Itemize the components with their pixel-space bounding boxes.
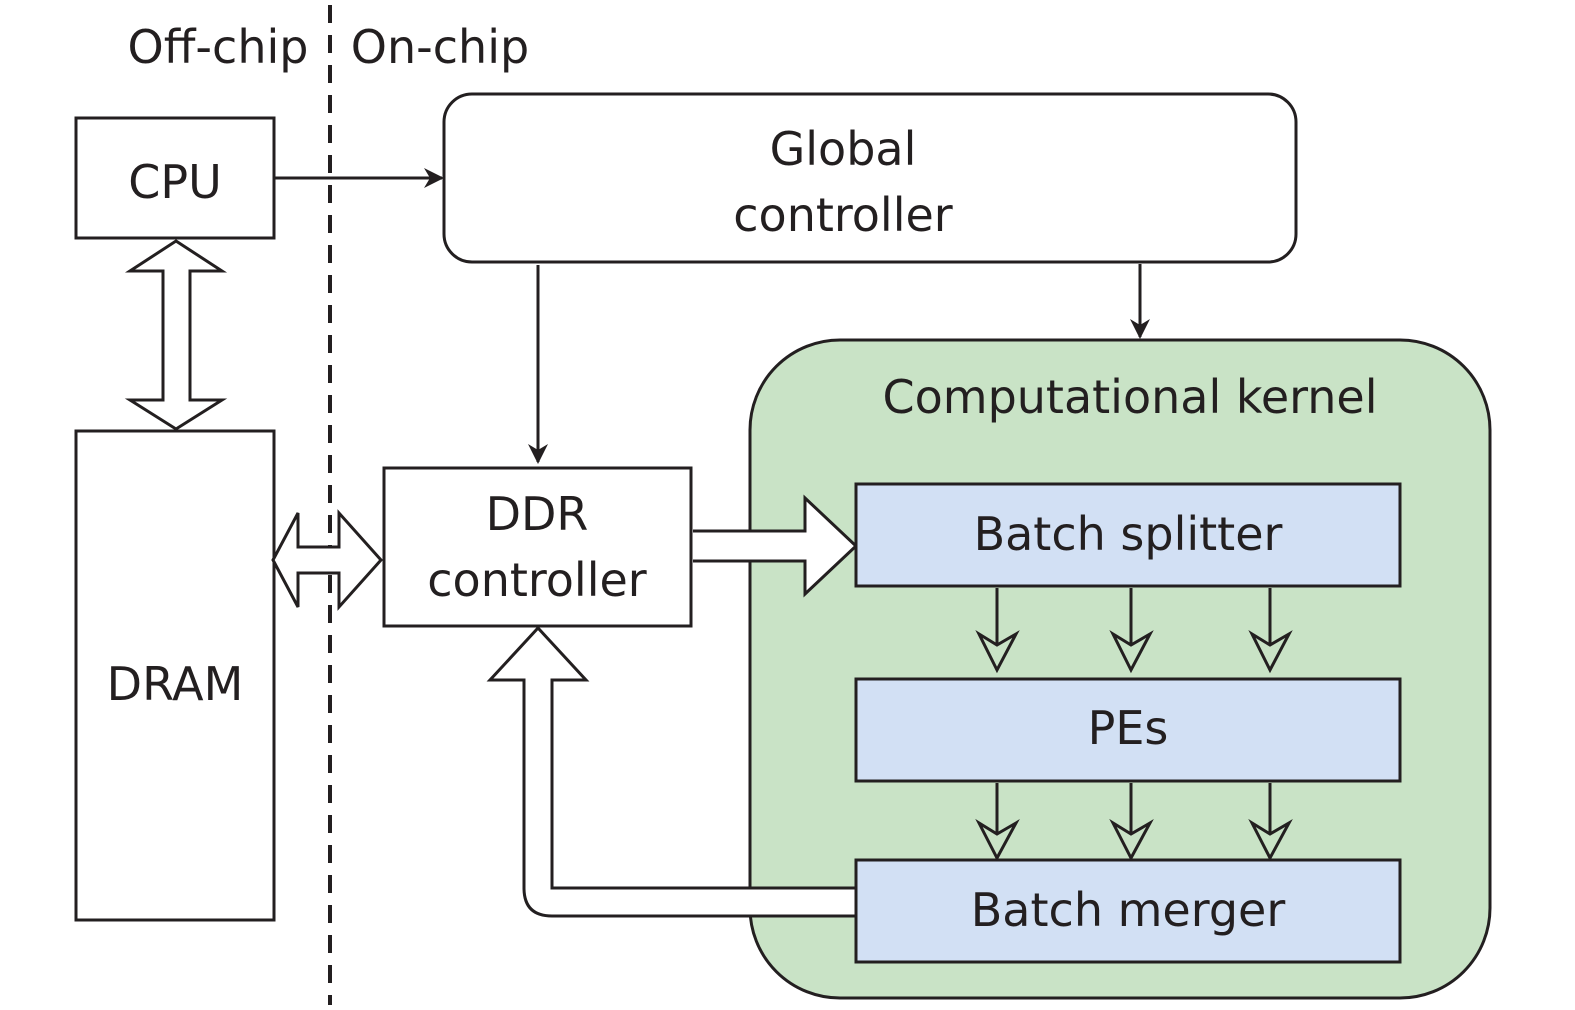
dram-ddr-bidirectional-arrow: [271, 509, 384, 611]
computational-kernel-label: Computational kernel: [883, 370, 1378, 424]
pes-to-merger-arrow-3: [1248, 783, 1293, 862]
splitter-to-pes-arrow-2: [1109, 588, 1154, 674]
ddr-controller-label-line1: DDR: [486, 487, 589, 541]
ddr-controller-block: [382, 466, 693, 628]
off-chip-label: Off-chip: [128, 20, 309, 74]
splitter-to-pes-arrows: [975, 588, 1293, 674]
ddr-controller-label-line2: controller: [427, 553, 647, 607]
pes-to-merger-arrow-2: [1109, 783, 1154, 862]
global-controller-label-line2: controller: [733, 188, 953, 242]
batch-merger-block: [854, 858, 1402, 964]
batch-splitter-label: Batch splitter: [974, 507, 1283, 561]
cpu-label: CPU: [128, 155, 222, 209]
global-controller-label-line1: Global: [770, 122, 917, 176]
on-chip-label: On-chip: [351, 20, 529, 74]
dram-block: [74, 429, 276, 922]
pes-label: PEs: [1088, 701, 1169, 755]
dram-label: DRAM: [107, 657, 244, 711]
global-controller-block: [442, 92, 1298, 264]
batch-merger-label: Batch merger: [971, 883, 1286, 937]
pes-to-merger-arrows: [975, 783, 1293, 862]
batch-splitter-block: [854, 482, 1402, 588]
merger-to-ddr-arrow: [486, 625, 858, 918]
pes-to-merger-arrow-1: [975, 783, 1020, 862]
splitter-to-pes-arrow-1: [975, 588, 1020, 674]
splitter-to-pes-arrow-3: [1248, 588, 1293, 674]
pes-block: [854, 677, 1402, 783]
cpu-dram-bidirectional-arrow: [124, 239, 228, 431]
cpu-block: [74, 116, 276, 240]
